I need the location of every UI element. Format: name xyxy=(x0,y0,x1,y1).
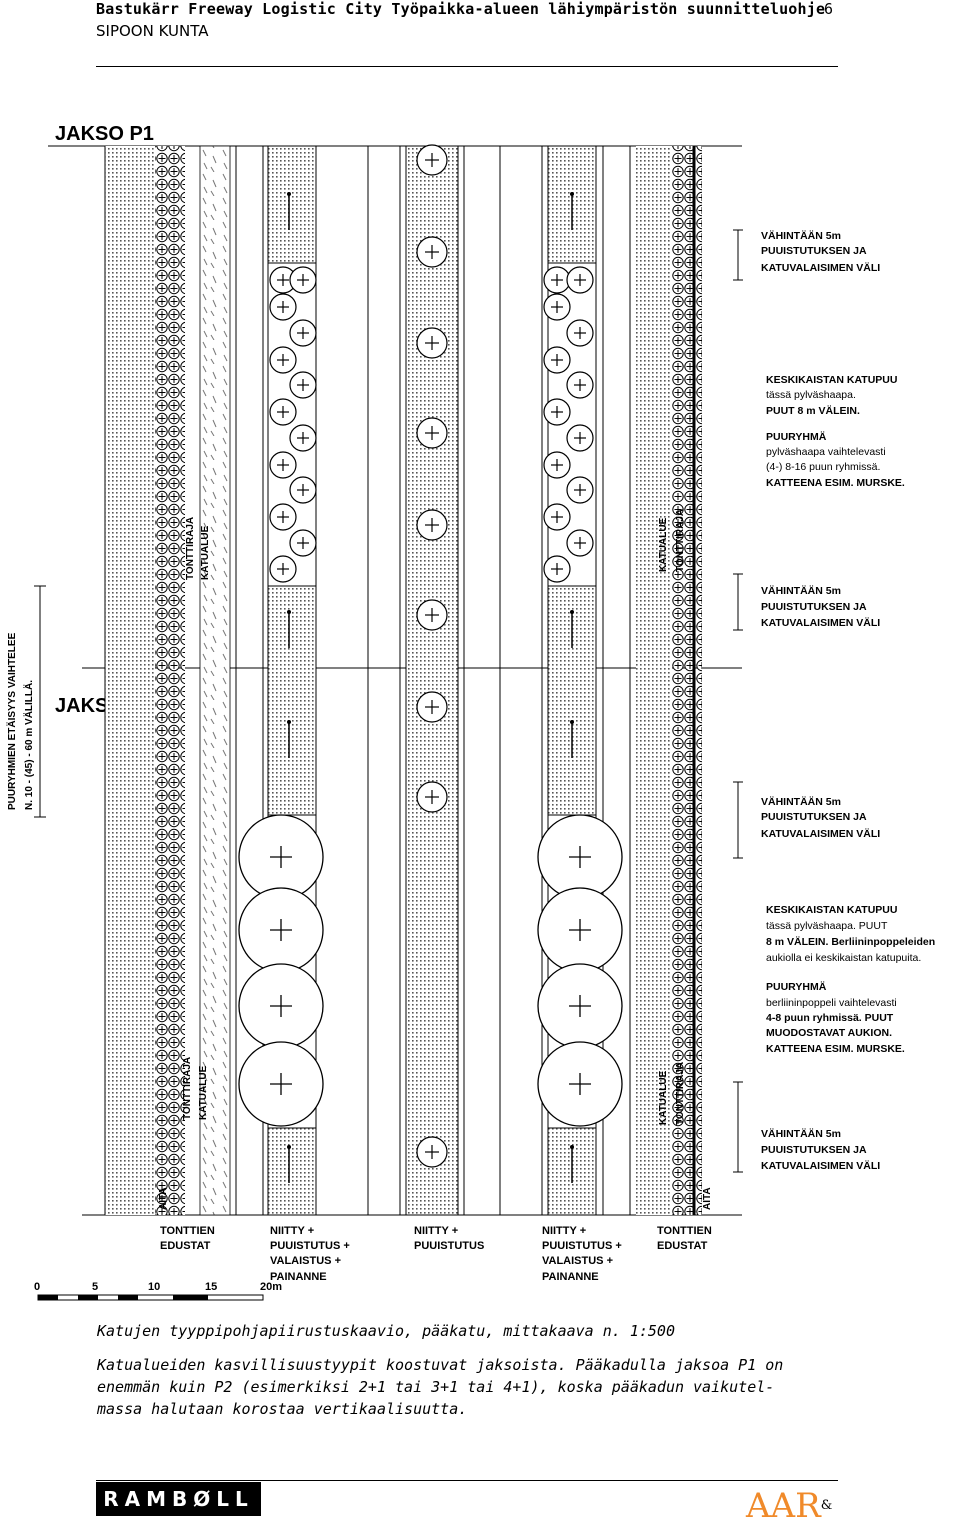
svg-text:KATUVALAISIMEN VÄLI: KATUVALAISIMEN VÄLI xyxy=(761,261,880,274)
svg-text:NIITTY +: NIITTY + xyxy=(542,1225,586,1237)
p2-tree-group-note: PUURYHMÄ berliininpoppeli vaihtelevasti … xyxy=(766,980,905,1055)
left-edge-planting xyxy=(105,146,155,1215)
aar-logo: AAR& xyxy=(746,1484,836,1526)
svg-text:PUUISTUTUKSEN JA: PUUISTUTUKSEN JA xyxy=(761,1144,867,1156)
svg-text:PUUISTUTUS: PUUISTUTUS xyxy=(414,1240,484,1252)
svg-text:PUURYHMÄ: PUURYHMÄ xyxy=(766,430,827,443)
svg-text:PAINANNE: PAINANNE xyxy=(270,1271,327,1283)
svg-text:5: 5 xyxy=(92,1281,98,1293)
svg-text:0: 0 xyxy=(34,1281,40,1293)
p1-tree-group-note: PUURYHMÄ pylväshaapa vaihtelevasti (4-) … xyxy=(766,430,905,489)
left-path xyxy=(199,145,231,1216)
svg-text:8 m VÄLEIN. Berliininpoppeleid: 8 m VÄLEIN. Berliininpoppeleiden xyxy=(766,935,935,948)
svg-text:berliininpoppeli vaihtelevasti: berliininpoppeli vaihtelevasti xyxy=(766,997,897,1009)
ramboll-logo: RAMBØLL xyxy=(96,1482,261,1516)
scale-bar: 0 5 10 15 20m xyxy=(34,1281,282,1301)
min-distance-note-3: VÄHINTÄÄN 5m PUUISTUTUKSEN JA KATUVALAIS… xyxy=(733,781,880,859)
svg-text:10: 10 xyxy=(148,1281,160,1293)
left-dimension-line-1: PUURYHMIEN ETÄISYYS VAIHTELEE xyxy=(5,632,18,810)
document-title: Bastukärr Freeway Logistic City Työpaikk… xyxy=(96,0,826,18)
median-strip xyxy=(405,145,459,1216)
left-dimension: PUURYHMIEN ETÄISYYS VAIHTELEE N. 10 - (4… xyxy=(5,585,46,818)
right-hedge xyxy=(672,146,702,1215)
svg-text:KESKIKAISTAN KATUPUU: KESKIKAISTAN KATUPUU xyxy=(766,374,897,386)
label-edge-right: TONTTIEN EDUSTAT xyxy=(657,1225,712,1252)
page-number: 6 xyxy=(824,0,834,18)
tonttiraja-label-p1-left: TONTTIRAJA xyxy=(185,517,196,580)
svg-text:VÄHINTÄÄN 5m: VÄHINTÄÄN 5m xyxy=(761,584,841,597)
min-distance-note-1: VÄHINTÄÄN 5m PUUISTUTUKSEN JA KATUVALAIS… xyxy=(733,229,880,281)
label-meadow-right: NIITTY + PUUISTUTUS + VALAISTUS + PAINAN… xyxy=(542,1225,622,1283)
svg-text:EDUSTAT: EDUSTAT xyxy=(657,1240,708,1252)
svg-text:VALAISTUS +: VALAISTUS + xyxy=(270,1255,341,1267)
p1-median-tree-note: KESKIKAISTAN KATUPUU tässä pylväshaapa. … xyxy=(766,374,897,417)
street-plan-drawing: JAKSO P1 JAKSO P2 PUURYHMIEN ETÄISYYS VA… xyxy=(5,123,935,1301)
svg-text:VÄHINTÄÄN 5m: VÄHINTÄÄN 5m xyxy=(761,229,841,242)
svg-text:tässä pylväshaapa.: tässä pylväshaapa. xyxy=(766,389,856,401)
label-median: NIITTY + PUUISTUTUS xyxy=(414,1225,484,1252)
figure-caption-body: Katualueiden kasvillisuustyypit koostuva… xyxy=(97,1354,837,1420)
svg-text:TONTTIEN: TONTTIEN xyxy=(160,1225,215,1237)
svg-text:20m: 20m xyxy=(260,1281,282,1293)
tonttiraja-label-p2-left: TONTTIRAJA xyxy=(182,1057,193,1120)
tonttiraja-label-p1-right: TONTTIRAJA xyxy=(675,509,686,572)
svg-text:PUURYHMÄ: PUURYHMÄ xyxy=(766,980,827,993)
svg-text:4-8 puun ryhmissä. PUUT: 4-8 puun ryhmissä. PUUT xyxy=(766,1012,894,1024)
section-heading-p1: JAKSO P1 xyxy=(55,123,154,145)
svg-text:tässä pylväshaapa. PUUT: tässä pylväshaapa. PUUT xyxy=(766,920,888,932)
svg-text:(4-) 8-16 puun ryhmissä.: (4-) 8-16 puun ryhmissä. xyxy=(766,461,880,473)
svg-text:MUODOSTAVAT AUKION.: MUODOSTAVAT AUKION. xyxy=(766,1027,892,1039)
p2-median-tree-note: KESKIKAISTAN KATUPUU tässä pylväshaapa. … xyxy=(766,904,935,964)
aar-logo-amp: & xyxy=(820,1498,833,1513)
katualue-label-p1-left: KATUALUE xyxy=(200,525,211,580)
svg-text:KESKIKAISTAN KATUPUU: KESKIKAISTAN KATUPUU xyxy=(766,904,897,916)
svg-text:PUUISTUTUKSEN JA: PUUISTUTUKSEN JA xyxy=(761,601,867,613)
svg-text:NIITTY +: NIITTY + xyxy=(414,1225,458,1237)
document-subtitle: SIPOON KUNTA xyxy=(96,22,209,40)
header-rule xyxy=(96,66,838,67)
aita-label-right: AITA xyxy=(702,1187,713,1210)
footer-rule xyxy=(96,1480,838,1481)
svg-text:PUUISTUTUS +: PUUISTUTUS + xyxy=(270,1240,350,1252)
katualue-label-p2-left: KATUALUE xyxy=(198,1065,209,1120)
svg-text:NIITTY +: NIITTY + xyxy=(270,1225,314,1237)
svg-text:PUUISTUTUKSEN JA: PUUISTUTUKSEN JA xyxy=(761,245,867,257)
svg-text:KATTEENA ESIM. MURSKE.: KATTEENA ESIM. MURSKE. xyxy=(766,1043,905,1055)
min-distance-note-4: VÄHINTÄÄN 5m PUUISTUTUKSEN JA KATUVALAIS… xyxy=(733,1081,880,1173)
right-edge-planting xyxy=(636,146,672,1215)
svg-text:VÄHINTÄÄN 5m: VÄHINTÄÄN 5m xyxy=(761,1127,841,1140)
svg-text:PUUT 8 m VÄLEIN.: PUUT 8 m VÄLEIN. xyxy=(766,404,860,417)
svg-text:PUUISTUTUS +: PUUISTUTUS + xyxy=(542,1240,622,1252)
svg-text:PAINANNE: PAINANNE xyxy=(542,1271,599,1283)
svg-text:KATUVALAISIMEN VÄLI: KATUVALAISIMEN VÄLI xyxy=(761,827,880,840)
svg-text:aukiolla ei keskikaistan katup: aukiolla ei keskikaistan katupuita. xyxy=(766,952,921,964)
katualue-label-p1-right: KATUALUE xyxy=(658,517,669,572)
svg-text:KATUVALAISIMEN VÄLI: KATUVALAISIMEN VÄLI xyxy=(761,616,880,629)
caption-line: massa halutaan korostaa vertikaalisuutta… xyxy=(97,1400,468,1418)
aita-label-left: AITA xyxy=(158,1187,169,1210)
svg-text:TONTTIEN: TONTTIEN xyxy=(657,1225,712,1237)
aar-logo-text: AAR xyxy=(746,1486,821,1526)
left-hedge xyxy=(155,146,185,1215)
svg-text:KATTEENA ESIM. MURSKE.: KATTEENA ESIM. MURSKE. xyxy=(766,477,905,489)
svg-text:EDUSTAT: EDUSTAT xyxy=(160,1240,211,1252)
tonttiraja-label-p2-right: TONTTIRAJA xyxy=(675,1062,686,1125)
figure-caption-title: Katujen tyyppipohjapiirustuskaavio, pääk… xyxy=(97,1322,675,1340)
svg-text:PUUISTUTUKSEN JA: PUUISTUTUKSEN JA xyxy=(761,811,867,823)
katualue-label-p2-right: KATUALUE xyxy=(658,1070,669,1125)
label-meadow-left: NIITTY + PUUISTUTUS + VALAISTUS + PAINAN… xyxy=(270,1225,350,1283)
label-edge-left: TONTTIEN EDUSTAT xyxy=(160,1225,215,1252)
svg-text:VÄHINTÄÄN 5m: VÄHINTÄÄN 5m xyxy=(761,795,841,808)
min-distance-note-2: VÄHINTÄÄN 5m PUUISTUTUKSEN JA KATUVALAIS… xyxy=(733,573,880,631)
left-dimension-line-2: N. 10 - (45) - 60 m VÄLILLÄ. xyxy=(22,680,35,810)
caption-line: enemmän kuin P2 (esimerkiksi 2+1 tai 3+1… xyxy=(97,1378,775,1396)
svg-text:pylväshaapa vaihtelevasti: pylväshaapa vaihtelevasti xyxy=(766,446,886,458)
svg-text:VALAISTUS +: VALAISTUS + xyxy=(542,1255,613,1267)
caption-line: Katualueiden kasvillisuustyypit koostuva… xyxy=(97,1356,784,1374)
svg-text:KATUVALAISIMEN VÄLI: KATUVALAISIMEN VÄLI xyxy=(761,1159,880,1172)
svg-text:15: 15 xyxy=(205,1281,217,1293)
